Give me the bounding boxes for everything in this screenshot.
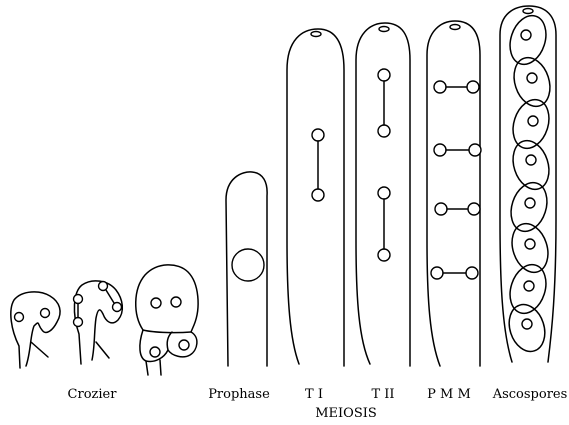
post-meiotic-mitosis-ascus	[427, 21, 481, 366]
ascospore-3	[507, 95, 555, 153]
label-crozier: Crozier	[68, 387, 118, 402]
telophase-1-ascus	[287, 29, 344, 366]
label-meiosis: MEIOSIS	[315, 406, 377, 421]
label-ascospores: Ascospores	[492, 387, 568, 402]
ascospores-ascus	[500, 6, 556, 362]
label-telophase-2: T II	[371, 387, 394, 402]
crozier-stage-2	[74, 281, 123, 364]
label-telophase-1: T I	[305, 387, 323, 402]
ascospore-7	[504, 260, 552, 318]
label-pmm: P M M	[427, 387, 471, 402]
telophase-2-ascus	[356, 23, 410, 366]
crozier-stage-1	[11, 292, 60, 368]
prophase-ascus	[226, 172, 267, 366]
ascospore-1	[504, 11, 552, 69]
label-prophase: Prophase	[208, 387, 270, 402]
ascospore-4	[507, 136, 555, 194]
ascus-mother-cell-stage	[136, 265, 198, 375]
ascospore-5	[505, 178, 553, 236]
ascospore-6	[506, 219, 554, 277]
ascospore-8	[503, 300, 550, 356]
